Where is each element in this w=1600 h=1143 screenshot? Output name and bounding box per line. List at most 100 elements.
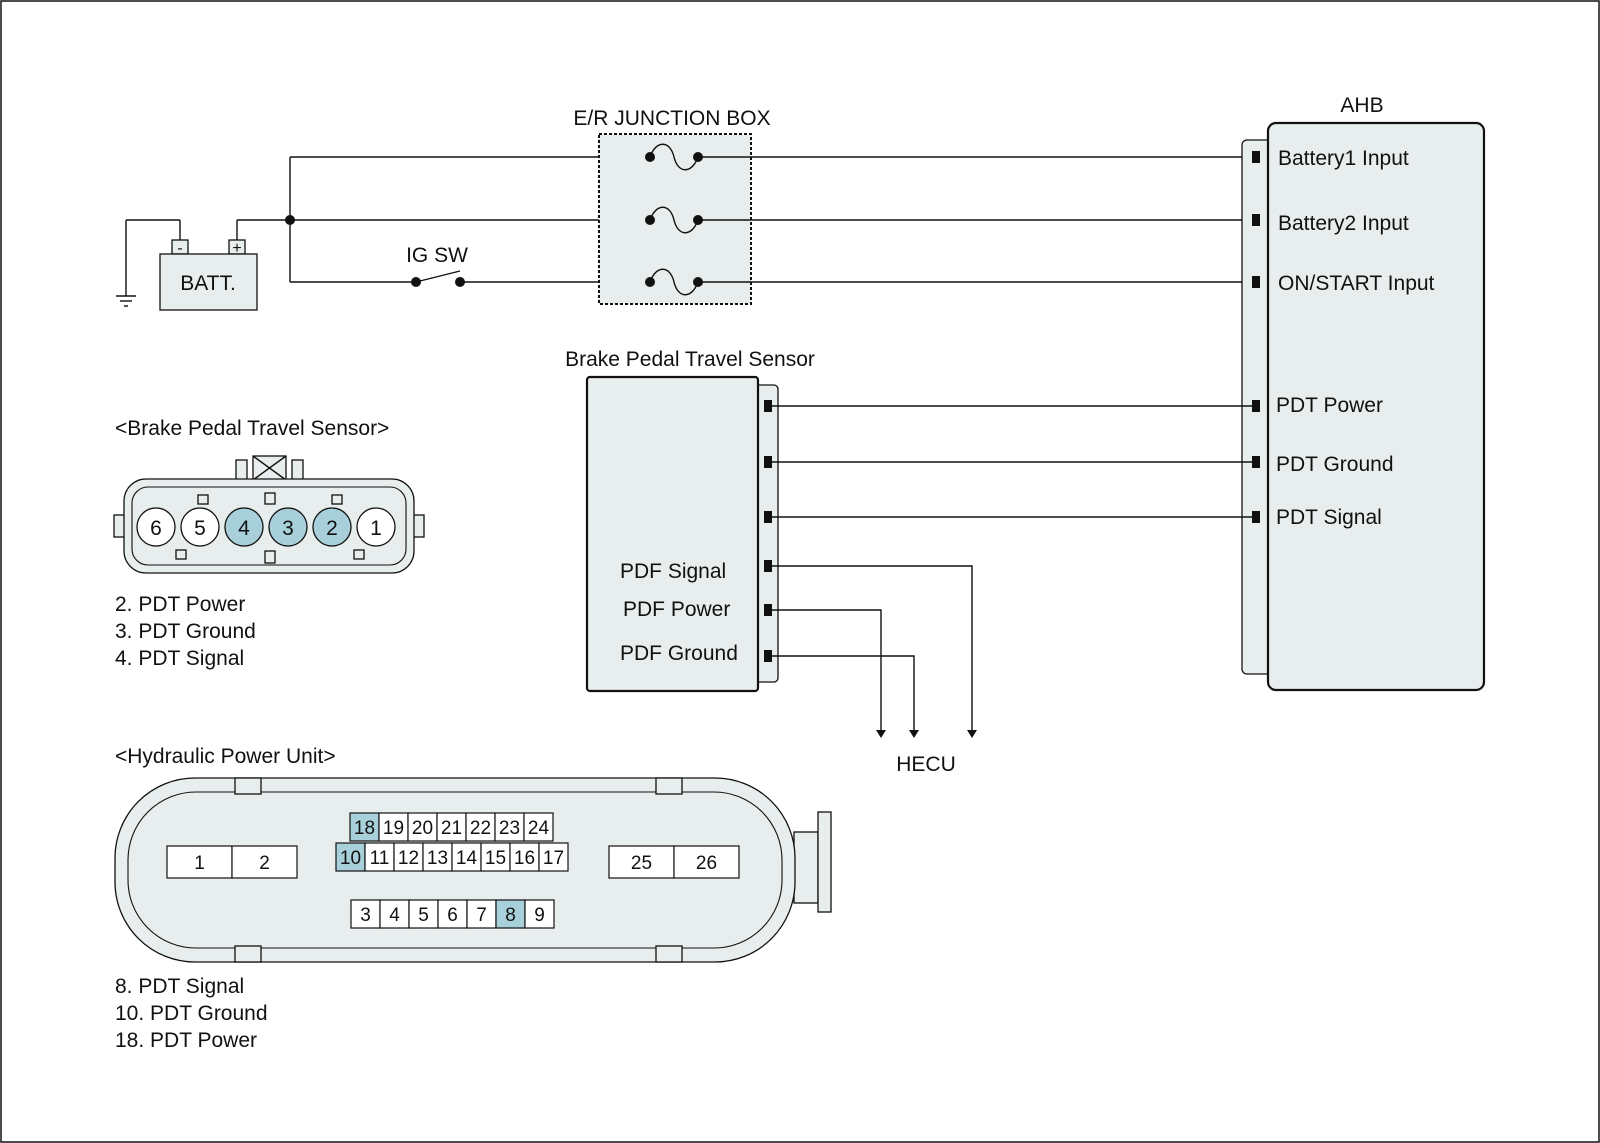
- arrow-down-icon: [909, 730, 919, 738]
- bpts-pin-5: [180, 507, 220, 547]
- ahb-terminal-3: [1252, 276, 1260, 288]
- hpu-cavity-17: [538, 842, 569, 872]
- ahb-body: [1266, 121, 1486, 692]
- bpts-terminal-6: [764, 650, 772, 662]
- splice-dot: [285, 215, 295, 225]
- hpu-cavity-22: [465, 812, 496, 842]
- bpts-pin-label: 6: [150, 517, 162, 540]
- bpts-pin-2: [312, 507, 352, 547]
- hpu-cavity-8: [495, 899, 526, 929]
- bpts-pin-4: [224, 507, 264, 547]
- hecu-label: HECU: [896, 753, 956, 776]
- ahb-terminal-1: [1252, 151, 1260, 163]
- hpu-cavity-label: 23: [499, 818, 520, 839]
- bpts-pin-label: 4: [238, 517, 250, 540]
- hpu-cavity-label: 12: [398, 848, 419, 869]
- hpu-legend-2: 10. PDT Ground: [115, 1002, 268, 1025]
- bpts-terminal-1: [764, 400, 772, 412]
- bpts-pin-pdf-power: PDF Power: [623, 598, 730, 621]
- ahb-module: AHB Battery1 Input Battery2 Input ON/STA…: [1241, 94, 1486, 692]
- wire-pdf-signal: [772, 565, 973, 730]
- bpts-module: Brake Pedal Travel Sensor PDF Signal PDF…: [565, 348, 815, 693]
- bpts-pin-label: 1: [370, 517, 382, 540]
- ahb-pin-battery2: Battery2 Input: [1278, 212, 1409, 235]
- ahb-pin-pdt-ground: PDT Ground: [1276, 453, 1394, 476]
- hpu-cavity-label: 4: [389, 905, 400, 926]
- fuse-2: [645, 206, 703, 234]
- ground-icon: [116, 295, 136, 307]
- bpts-pin-3: [268, 507, 308, 547]
- hpu-cavity-label: 3: [360, 905, 371, 926]
- arrow-down-icon: [967, 730, 977, 738]
- bpts-pin-pdf-ground: PDF Ground: [620, 642, 738, 665]
- hpu-cavity-25: [608, 845, 675, 879]
- bpts-legend-1: 2. PDT Power: [115, 593, 245, 616]
- bpts-pin-6: [136, 507, 176, 547]
- battery-neg-label: -: [177, 240, 182, 257]
- hpu-cavity-21: [436, 812, 467, 842]
- hpu-cavity-label: 1: [194, 853, 205, 874]
- wire-pdf-power: [772, 609, 882, 730]
- hpu-cavity-1: [166, 845, 233, 879]
- hpu-legend-1: 8. PDT Signal: [115, 975, 244, 998]
- hpu-cavity-12: [393, 842, 424, 872]
- hpu-cavity-13: [422, 842, 453, 872]
- hpu-cavity-label: 24: [528, 818, 550, 839]
- hpu-cavity-label: 11: [370, 848, 390, 869]
- hpu-cavity-label: 20: [412, 818, 433, 839]
- ig-switch-label: IG SW: [406, 244, 468, 267]
- bpts-body: [585, 375, 760, 693]
- bpts-legend-3: 4. PDT Signal: [115, 647, 244, 670]
- hpu-cavity-10: [335, 842, 366, 872]
- hpu-cavity-label: 25: [631, 853, 652, 874]
- hpu-cavity-label: 13: [427, 848, 448, 869]
- bpts-terminal-3: [764, 511, 772, 523]
- ahb-title: AHB: [1340, 94, 1383, 117]
- battery-label: BATT.: [180, 272, 236, 295]
- bpts-pin-pdf-signal: PDF Signal: [620, 560, 726, 583]
- hpu-connector-title: <Hydraulic Power Unit>: [115, 745, 336, 768]
- ahb-pin-on-start: ON/START Input: [1278, 272, 1435, 295]
- hpu-cavity-9: [524, 899, 555, 929]
- hpu-cavity-label: 14: [456, 848, 478, 869]
- bpts-terminal-5: [764, 604, 772, 616]
- ahb-terminal-5: [1252, 456, 1260, 468]
- hpu-cavity-label: 10: [340, 848, 361, 869]
- hpu-cavity-label: 18: [354, 818, 375, 839]
- hpu-cavity-2: [231, 845, 298, 879]
- hpu-cavity-26: [673, 845, 740, 879]
- hpu-cavity-label: 5: [418, 905, 429, 926]
- hpu-cavity-6: [437, 899, 468, 929]
- bpts-legend-2: 3. PDT Ground: [115, 620, 256, 643]
- junction-box-title: E/R JUNCTION BOX: [573, 107, 770, 130]
- hpu-cavity-11: [364, 842, 395, 872]
- hpu-cavity-label: 6: [447, 905, 458, 926]
- wire-pdf-ground: [772, 655, 915, 730]
- hpu-legend-3: 18. PDT Power: [115, 1029, 257, 1052]
- hpu-cavity-label: 7: [476, 905, 487, 926]
- hpu-cavity-label: 16: [514, 848, 535, 869]
- bpts-terminal-2: [764, 456, 772, 468]
- battery-pos-label: +: [232, 240, 241, 257]
- arrow-down-icon: [876, 730, 886, 738]
- hpu-cavity-label: 15: [485, 848, 506, 869]
- bpts-pin-label: 2: [326, 517, 338, 540]
- bpts-pin-label: 3: [282, 517, 294, 540]
- hpu-cavity-label: 26: [696, 853, 717, 874]
- hpu-cavity-label: 9: [534, 905, 545, 926]
- ig-switch: IG SW: [406, 244, 650, 287]
- hpu-cavity-label: 21: [441, 818, 462, 839]
- ahb-terminal-4: [1252, 400, 1260, 412]
- bpts-pin-label: 5: [194, 517, 206, 540]
- ahb-terminal-2: [1252, 214, 1260, 226]
- hpu-cavity-label: 2: [259, 853, 270, 874]
- ig-switch-blade: [415, 270, 461, 283]
- bpts-pin-row: 6 5 4 3 2 1: [136, 507, 396, 547]
- ahb-pin-pdt-signal: PDT Signal: [1276, 506, 1382, 529]
- ahb-pin-battery1: Battery1 Input: [1278, 147, 1409, 170]
- hpu-cavity-4: [379, 899, 410, 929]
- junction-box: E/R JUNCTION BOX: [573, 107, 771, 305]
- ahb-pin-pdt-power: PDT Power: [1276, 394, 1383, 417]
